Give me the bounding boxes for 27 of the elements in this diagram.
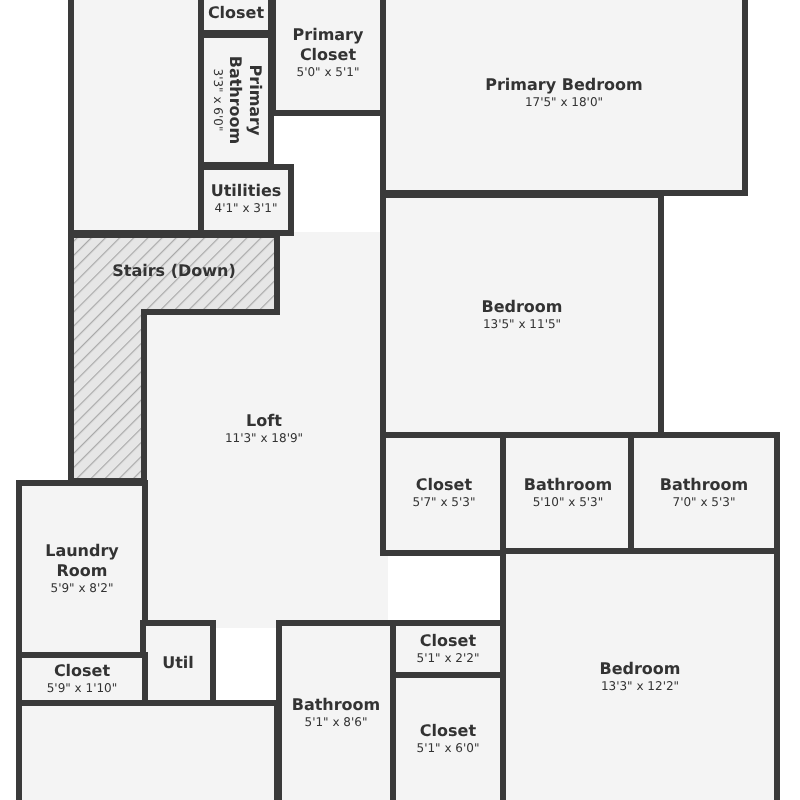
- room: [390, 672, 506, 800]
- room-name: Closet: [207, 4, 265, 24]
- room: [198, 32, 274, 168]
- room-name: Bathroom: [291, 696, 381, 716]
- room: [68, 0, 204, 236]
- room-name: Bathroom: [659, 476, 749, 496]
- room-name: Stairs (Down): [112, 262, 236, 282]
- room: [380, 0, 748, 196]
- room-name: Closet: [419, 722, 477, 742]
- room-name: Closet: [53, 662, 111, 682]
- room-name: Loft: [246, 412, 282, 432]
- room-name: Bedroom: [481, 298, 563, 318]
- room-name: Bedroom: [599, 660, 681, 680]
- room: [270, 0, 386, 116]
- room-name: Primary Bedroom: [485, 76, 643, 96]
- room-name: Laundry Room: [43, 542, 121, 582]
- room-name: Closet: [415, 476, 473, 496]
- room: [276, 620, 396, 800]
- room-name: Util: [162, 654, 194, 674]
- room-name: Closet: [419, 632, 477, 652]
- room-name: Bathroom: [523, 476, 613, 496]
- room-name: Primary Bathroom: [224, 53, 264, 149]
- room: [500, 548, 780, 800]
- room-name: Utilities: [210, 182, 282, 202]
- room-name: Primary Closet: [290, 26, 366, 66]
- room: [198, 164, 294, 236]
- room: [16, 700, 280, 800]
